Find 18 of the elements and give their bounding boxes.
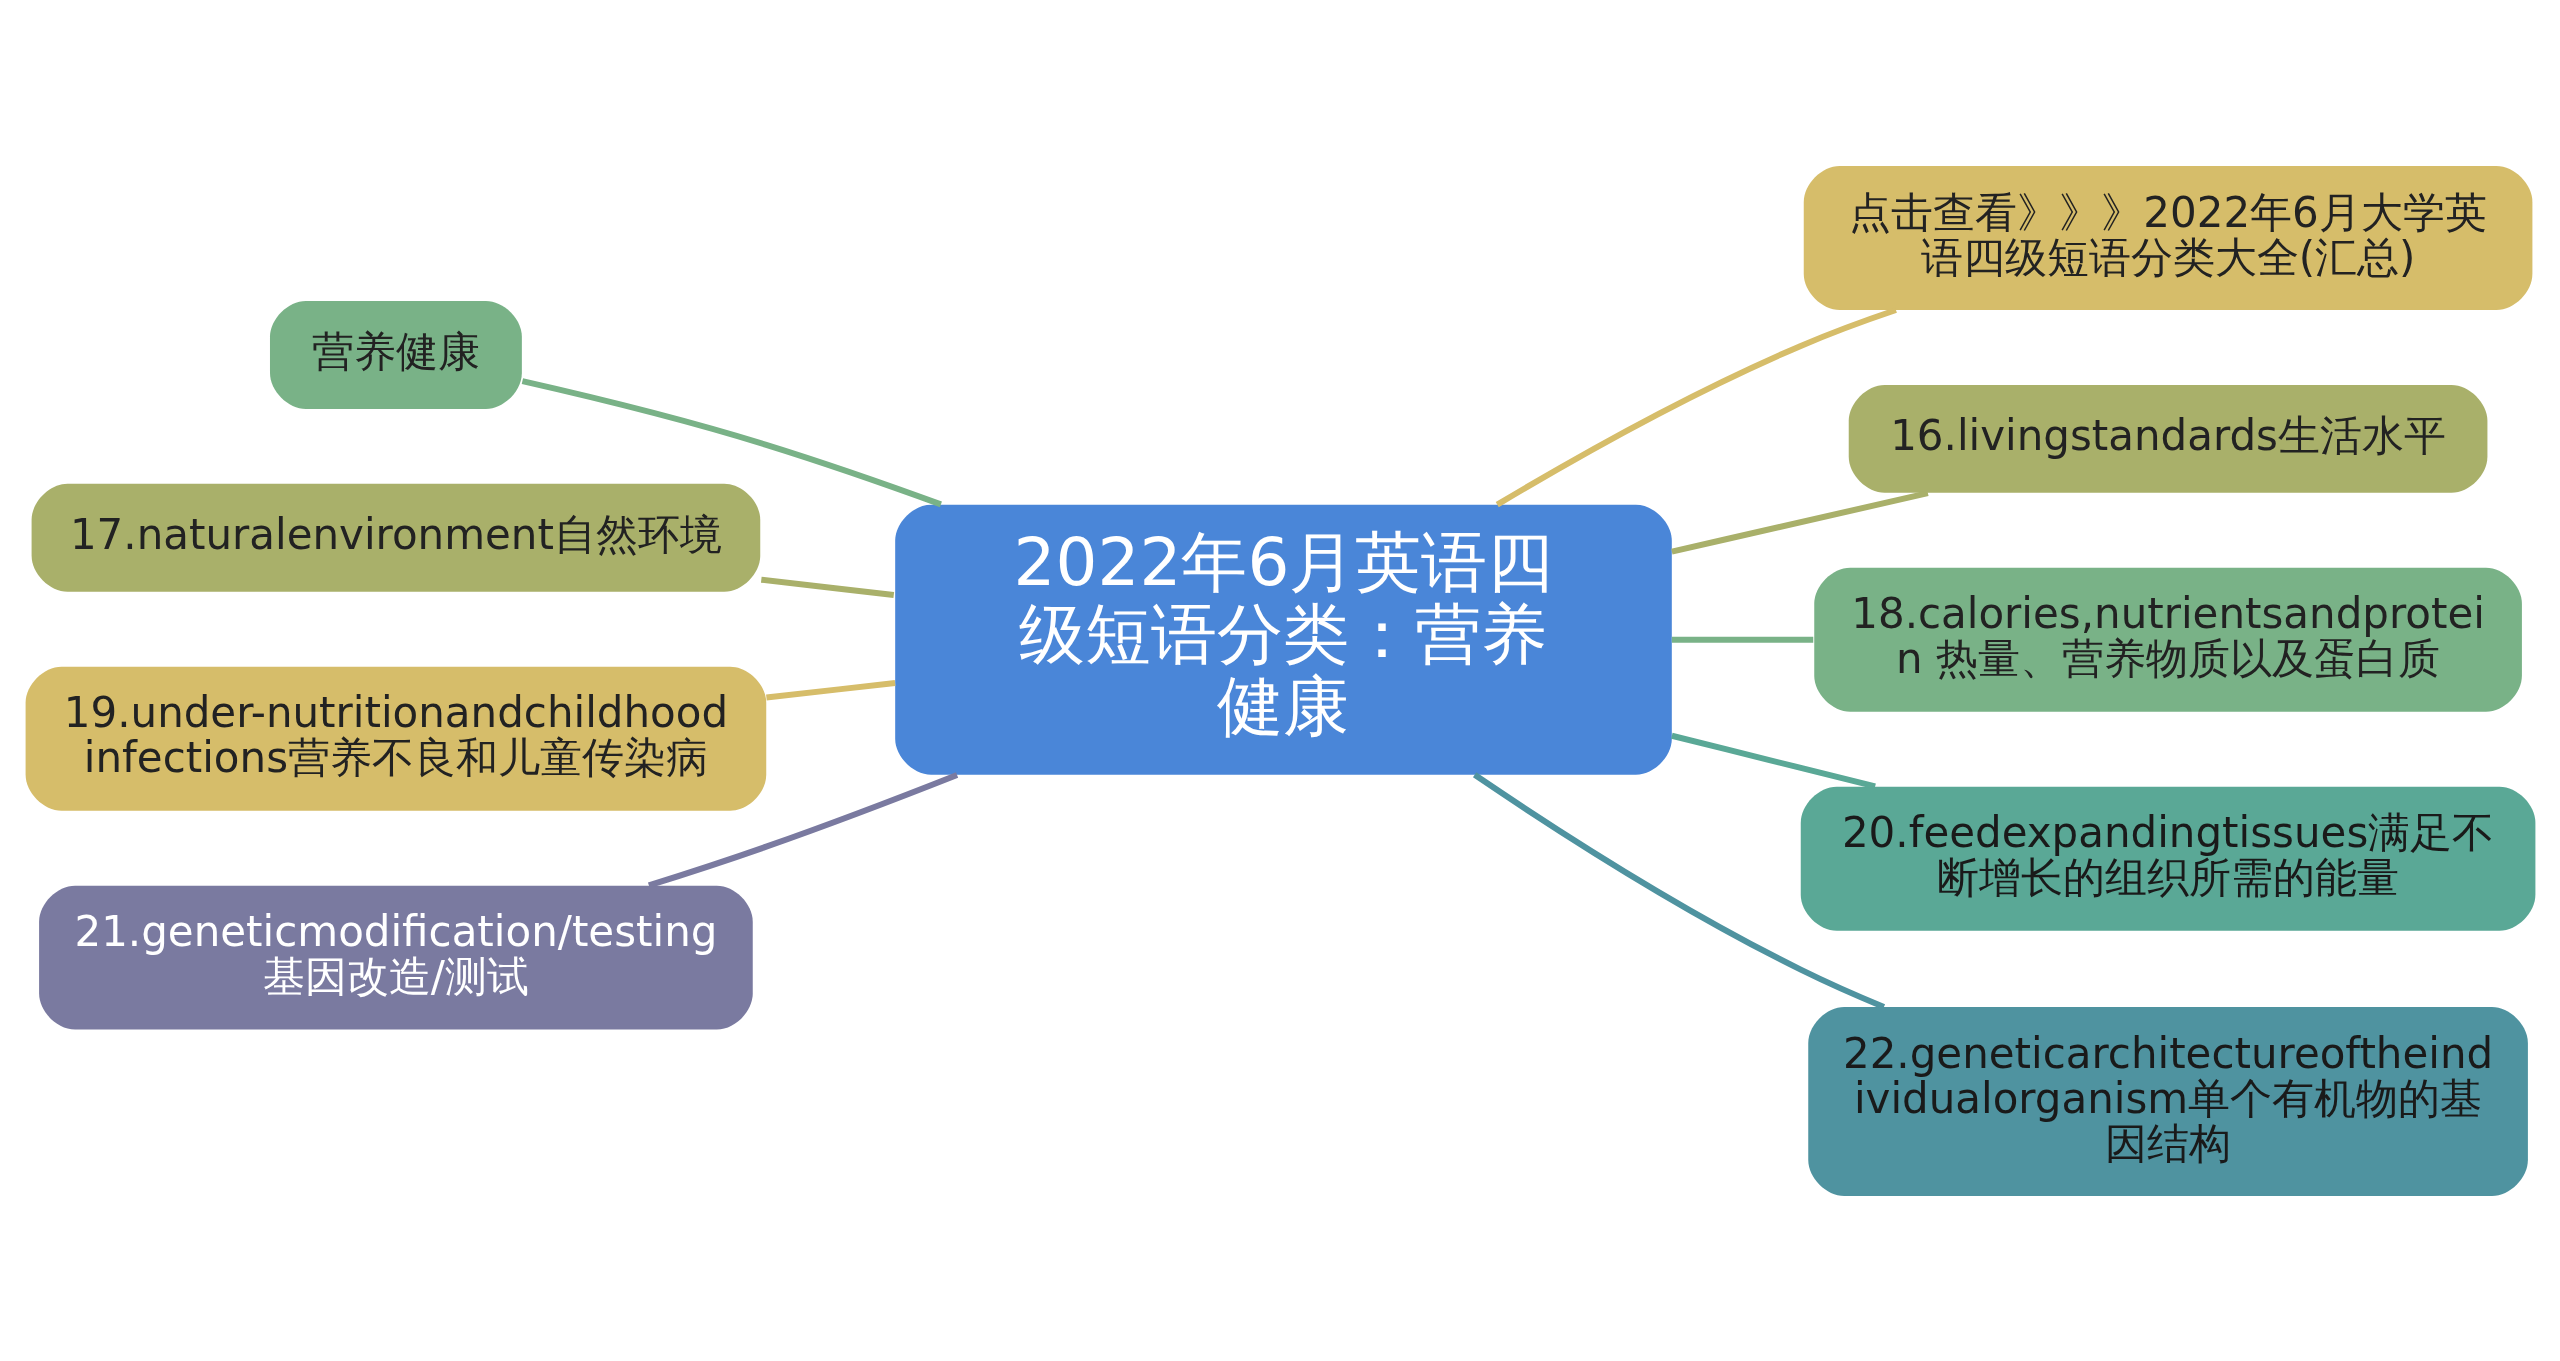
connector (647, 771, 958, 888)
connector (765, 679, 895, 700)
node-box: 20.feedexpandingtissues满足不断增长的组织所需的能量 (1800, 786, 2535, 931)
node-box: 营养健康 (269, 300, 522, 409)
node-box: 21.geneticmodification/testing 基因改造/测试 (38, 885, 753, 1030)
connector (1670, 732, 1876, 789)
connector (521, 377, 942, 507)
node-box: 22.geneticarchitectureoftheindividualorganism单个有机物的基因结构 (1807, 1006, 2528, 1196)
node-box: 18.calories,nutrientsandprotein 热量、营养物质以及蛋白质 (1813, 567, 2522, 712)
connector (1671, 636, 1813, 643)
node-box: 16.livingstandards生活水平 (1848, 384, 2487, 493)
connector (760, 576, 894, 598)
node-box: 2022年6月英语四级短语分类：营养健康 (894, 504, 1672, 775)
connector (1670, 489, 1929, 555)
node-box: 19.under-nutritionandchildhood infections营养不良和儿童传染病 (25, 666, 766, 811)
node-box: 点击查看》》》2022年6月大学英语四级短语分类大全(汇总) (1803, 165, 2532, 310)
connector (1472, 771, 1885, 1010)
node-box: 17.naturalenvironment自然环境 (31, 483, 760, 592)
